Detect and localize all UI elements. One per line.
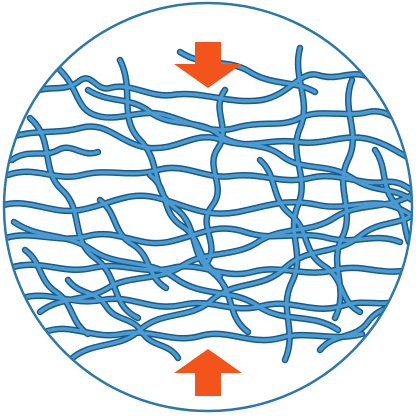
diagram-svg — [0, 0, 416, 415]
compression-diagram — [0, 0, 416, 415]
